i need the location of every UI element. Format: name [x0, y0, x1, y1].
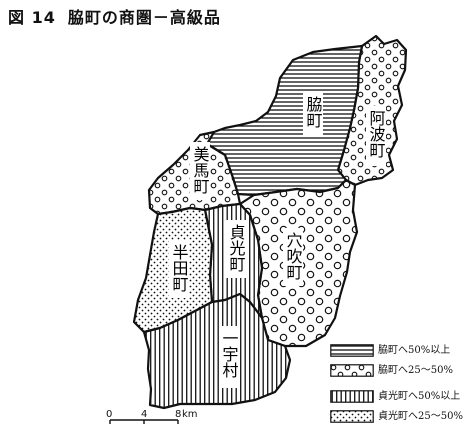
legend-swatch-circles	[330, 364, 374, 377]
label-mima: 美馬町	[190, 142, 210, 200]
legend-label-sada-50: 貞光町へ50%以上	[378, 391, 461, 402]
label-handa: 半田町	[169, 240, 189, 298]
legend-swatch-vertical	[330, 390, 374, 403]
figure-caption: 脇町の商圏－高級品	[67, 8, 221, 27]
label-ichiu-text: 一宇村	[220, 330, 239, 378]
label-anabuki-text: 穴吹町	[284, 232, 303, 280]
figure-number: 図 14	[8, 8, 56, 27]
map-title: 図 14 脇町の商圏－高級品	[8, 4, 221, 28]
scale-tick-4: 4	[141, 409, 148, 420]
label-awacho-text: 阿波町	[367, 110, 386, 158]
label-handa-text: 半田町	[170, 244, 189, 292]
scale-bar	[109, 419, 179, 424]
legend-swatch-dots	[330, 410, 374, 423]
legend-label-sada-25: 貞光町へ25～50%	[378, 411, 463, 422]
legend-swatch-horizontal	[330, 344, 374, 357]
label-ichiu: 一宇村	[219, 326, 239, 388]
label-sadamitsu-text: 貞光町	[227, 224, 246, 272]
scale-tick-8: 8	[175, 409, 182, 420]
scale-unit: km	[182, 409, 198, 420]
region-ichiu	[142, 292, 292, 410]
label-awacho: 阿波町	[366, 106, 386, 166]
label-sadamitsu: 貞光町	[226, 220, 246, 278]
label-wakimachi-text: 脇町	[304, 96, 323, 128]
legend-label-waki-25: 脇町へ25～50%	[378, 365, 453, 376]
label-anabuki: 穴吹町	[283, 228, 303, 286]
label-mima-text: 美馬町	[191, 146, 210, 194]
legend-label-waki-50: 脇町へ50%以上	[378, 345, 451, 356]
scale-tick-0: 0	[106, 409, 113, 420]
label-wakimachi: 脇町	[303, 92, 323, 136]
